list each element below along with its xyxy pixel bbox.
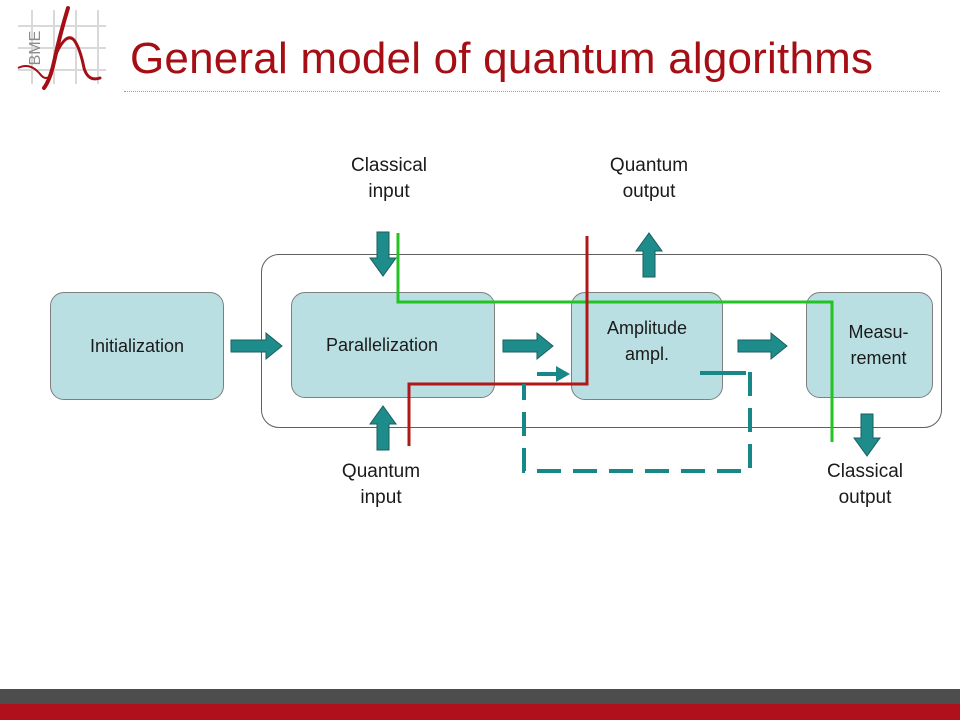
footer-bar-grey: [0, 689, 960, 704]
bme-logo: BME: [17, 6, 106, 90]
iteration-loop-arrowhead: [556, 366, 570, 382]
classical-output-label: Classical output: [800, 459, 930, 511]
amplitude-label-line1: Amplitude: [606, 318, 688, 338]
title-divider: [124, 91, 940, 92]
parallelization-label: Parallelization: [326, 335, 439, 355]
amplitude-amplification-box: Amplitude ampl.: [571, 292, 723, 400]
arrow-quantum-input: [369, 405, 397, 451]
arrow-amplitude-to-measurement: [737, 331, 788, 361]
arrow-quantum-output: [635, 232, 663, 278]
classical-output-line2: output: [838, 487, 892, 508]
classical-data-path: [396, 233, 834, 442]
quantum-output-label: Quantum output: [584, 153, 714, 205]
classical-output-line1: Classical: [826, 461, 904, 482]
initialization-label: Initialization: [89, 336, 185, 356]
arrow-parallel-to-amplitude: [502, 331, 554, 361]
amplitude-label-line2: ampl.: [624, 344, 669, 364]
parallelization-box: Parallelization: [291, 292, 495, 398]
measurement-label: Measu- rement: [848, 319, 908, 371]
arrow-init-to-parallel: [230, 331, 283, 361]
measurement-label-line2: rement: [850, 348, 907, 368]
amplitude-label: Amplitude ampl.: [607, 315, 687, 367]
measurement-label-line1: Measu-: [848, 322, 909, 342]
quantum-output-line2: output: [622, 181, 676, 202]
logo-text: BME: [27, 31, 44, 66]
quantum-input-line2: input: [360, 487, 402, 508]
classical-input-line2: input: [368, 181, 410, 202]
arrow-classical-input: [369, 231, 397, 277]
quantum-output-line1: Quantum: [609, 155, 689, 176]
footer-bar-red: [0, 704, 960, 720]
page-title: General model of quantum algorithms: [130, 34, 874, 83]
arrow-classical-output: [853, 413, 881, 457]
initialization-box: Initialization: [50, 292, 224, 400]
measurement-box: Measu- rement: [806, 292, 933, 398]
classical-input-label: Classical input: [324, 153, 454, 205]
iteration-loop-dashed: [522, 372, 752, 473]
quantum-input-line1: Quantum: [341, 461, 421, 482]
quantum-data-path: [407, 236, 589, 446]
classical-input-line1: Classical: [350, 155, 428, 176]
quantum-input-label: Quantum input: [316, 459, 446, 511]
